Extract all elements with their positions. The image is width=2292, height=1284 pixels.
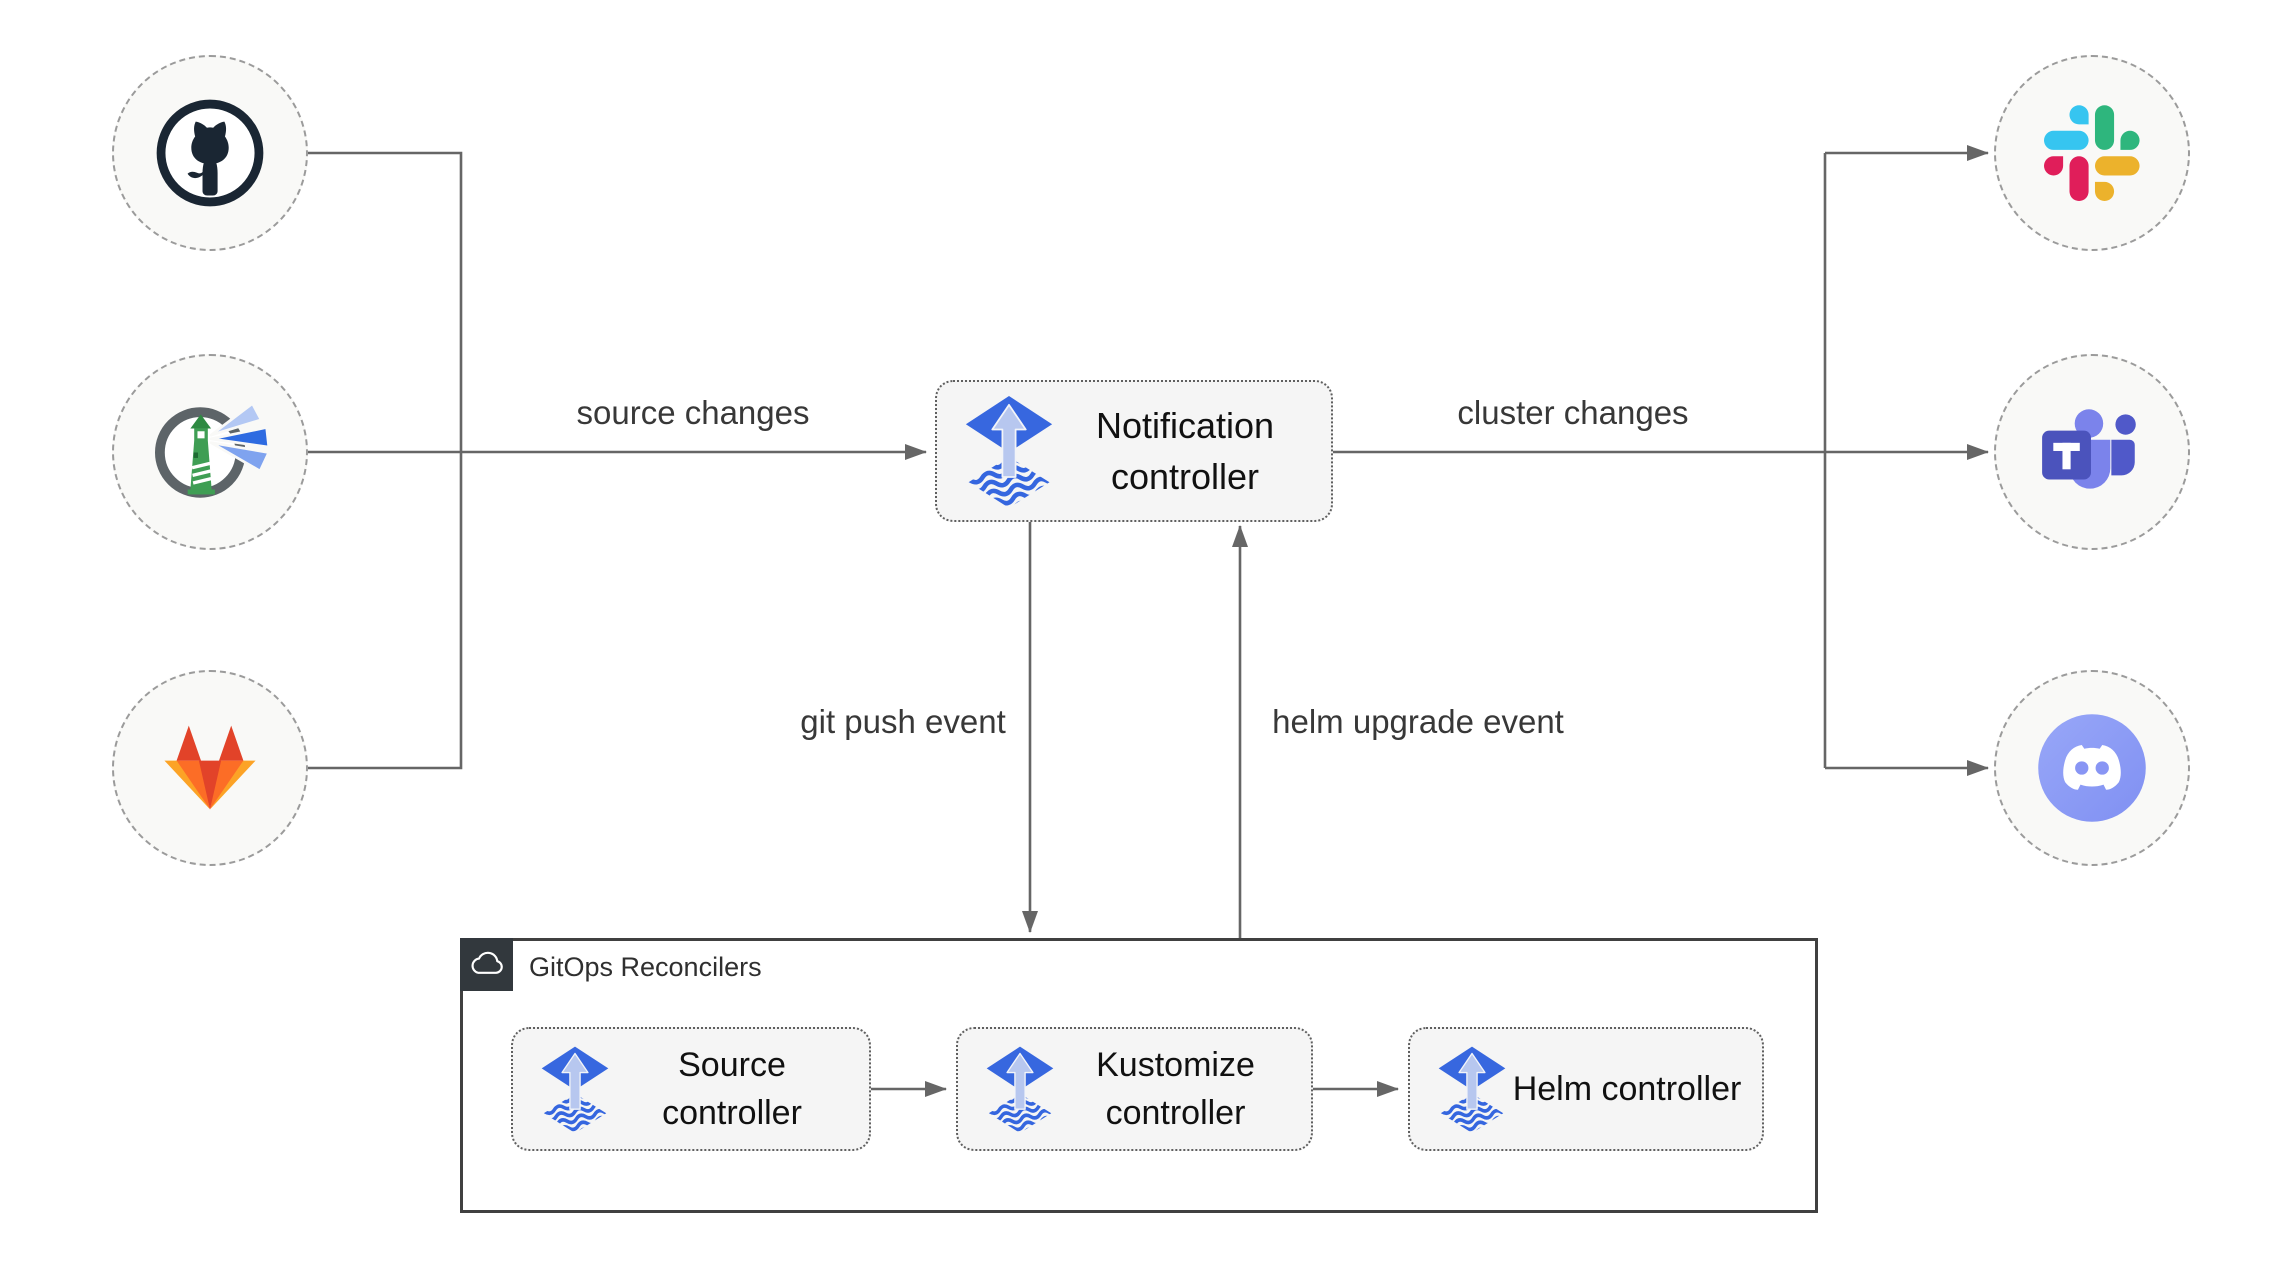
- group-title: GitOps Reconcilers: [529, 952, 762, 982]
- flux-icon: [965, 395, 1053, 508]
- helm-controller-label: Helm controller: [1512, 1069, 1742, 1108]
- node-discord: [1994, 670, 2190, 866]
- node-harbor: [112, 354, 308, 550]
- flux-icon: [986, 1046, 1054, 1133]
- cloud-icon: [470, 951, 503, 974]
- node-gitlab: [112, 670, 308, 866]
- harbor-icon: [154, 401, 271, 498]
- teams-icon: [2042, 409, 2136, 489]
- gitlab-icon: [164, 725, 256, 810]
- notification-controller-label: Notification controller: [1095, 404, 1275, 497]
- node-github: [112, 55, 308, 251]
- node-kustomize-controller: Kustomize controller: [956, 1027, 1313, 1151]
- node-teams: [1994, 354, 2190, 550]
- source-controller-label: Source controller: [662, 1045, 802, 1132]
- edge-label-helm-upgrade-event: helm upgrade event: [1272, 703, 1564, 740]
- gitops-reconcilers-group: GitOps Reconcilers Source controller Kus…: [460, 938, 1818, 1213]
- edge-label-git-push-event: git push event: [800, 703, 1006, 740]
- edge-sources-bus: [308, 151, 463, 770]
- kustomize-controller-label: Kustomize controller: [1096, 1045, 1255, 1132]
- cloud-icon-badge: [460, 938, 513, 991]
- node-slack: [1994, 55, 2190, 251]
- discord-icon: [2038, 714, 2146, 822]
- node-source-controller: Source controller: [511, 1027, 871, 1151]
- edge-label-source-changes: source changes: [576, 394, 810, 431]
- slack-icon: [2044, 105, 2140, 201]
- flux-icon: [541, 1046, 609, 1133]
- edge-label-cluster-changes: cluster changes: [1457, 394, 1689, 431]
- flux-icon: [1438, 1046, 1506, 1133]
- github-icon: [156, 99, 264, 207]
- node-notification-controller: Notification controller: [935, 380, 1333, 522]
- node-helm-controller: Helm controller: [1408, 1027, 1764, 1151]
